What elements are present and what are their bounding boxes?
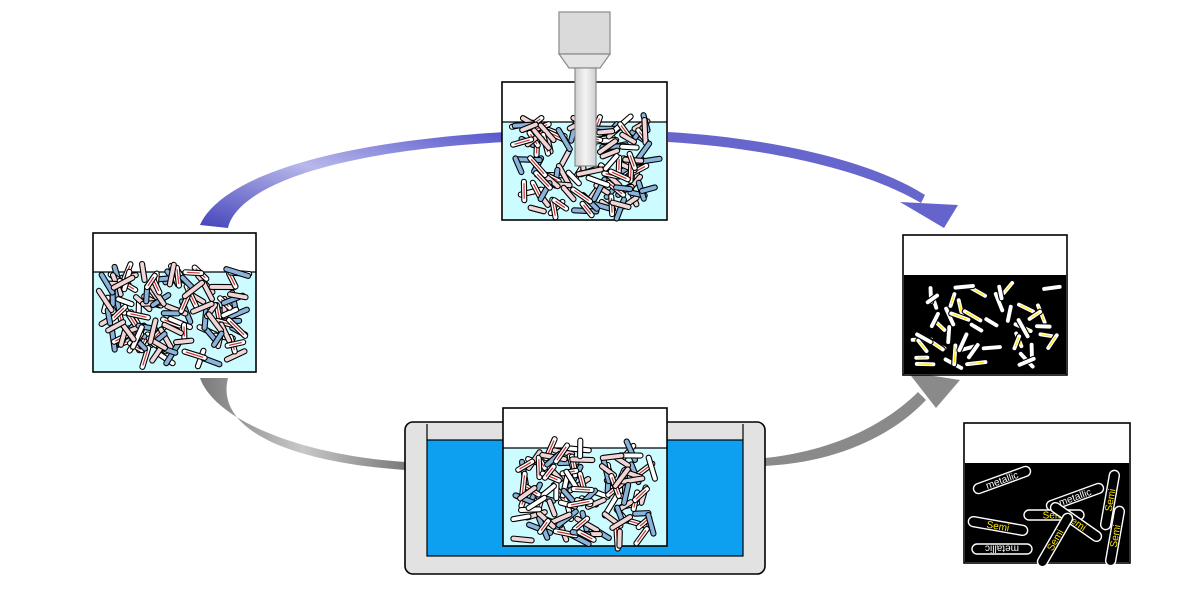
nanotube	[183, 270, 204, 276]
nanotube	[617, 529, 623, 548]
single-nanotube	[981, 344, 1003, 351]
single-nanotube	[952, 343, 959, 367]
nanotube	[161, 311, 180, 316]
metallic-label: metallic	[985, 543, 1019, 554]
single-nanotube	[1034, 324, 1052, 330]
beaker-dispersed	[903, 235, 1067, 375]
beaker-probe-sonication	[502, 12, 667, 222]
beaker-mixed	[93, 233, 256, 372]
single-nanotube	[946, 324, 952, 344]
nanotube	[620, 144, 640, 150]
nanotube	[596, 128, 614, 135]
nanotube	[578, 438, 583, 459]
ultrasonic-bath-icon	[405, 408, 765, 574]
metallic-nanotube: metallic	[972, 543, 1032, 555]
nanotube	[571, 486, 594, 492]
single-nanotube	[914, 361, 936, 367]
single-nanotube	[914, 355, 930, 360]
nanotube	[521, 179, 526, 203]
